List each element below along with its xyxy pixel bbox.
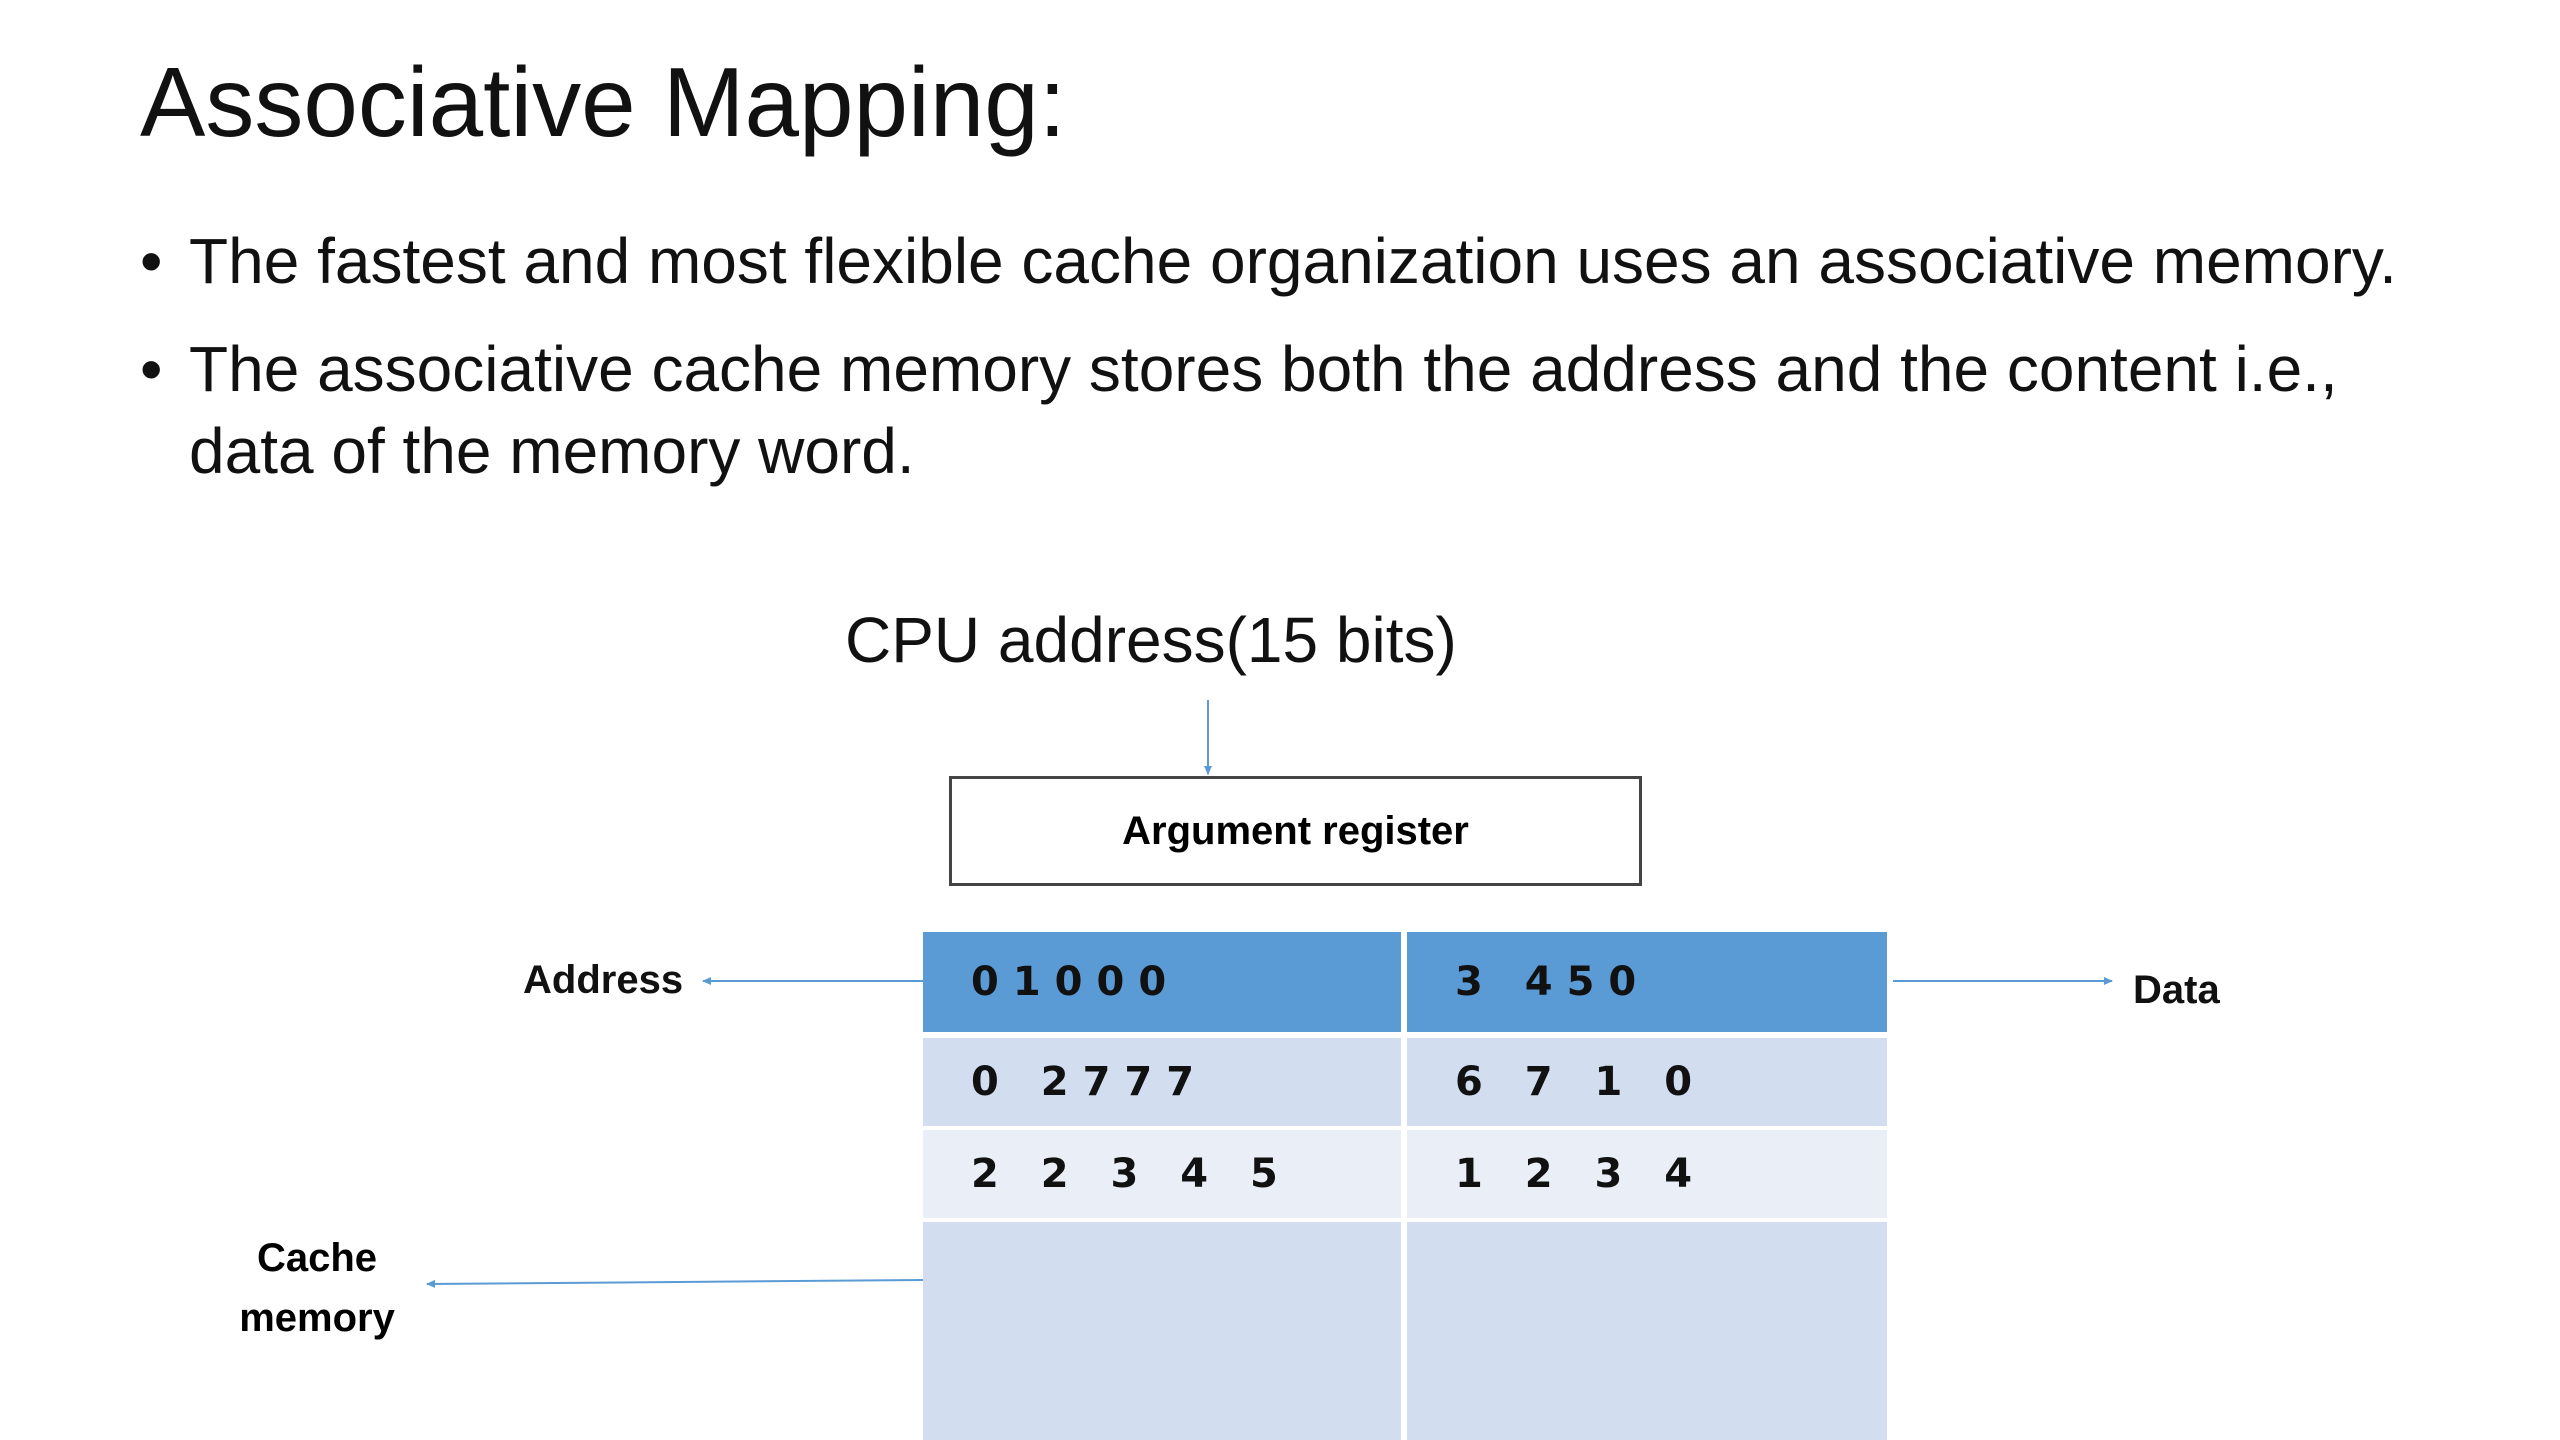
bullet-item: • The fastest and most flexible cache or… (140, 220, 2440, 302)
cache-memory-label-line: Cache (256, 1236, 378, 1280)
data-label: Data (2133, 968, 2220, 1012)
table-cell-empty (1407, 1222, 1887, 1440)
table-cell-address: 0 2777 (923, 1038, 1401, 1126)
argument-register-label: Argument register (1122, 808, 1469, 853)
argument-register-box: Argument register (949, 776, 1642, 886)
table-cell-address: 2 2 3 4 5 (923, 1130, 1401, 1218)
cache-memory-arrow (426, 1279, 924, 1288)
table-cell-data-highlighted: 3 450 (1407, 932, 1887, 1032)
bullet-icon: • (140, 333, 163, 405)
bullet-list: • The fastest and most flexible cache or… (140, 220, 2440, 518)
address-label: Address (523, 958, 684, 1002)
bullet-text: The fastest and most flexible cache orga… (189, 225, 2397, 297)
cpu-address-label: CPU address(15 bits) (845, 604, 1457, 676)
cache-memory-label-line: memory (239, 1296, 395, 1340)
cache-memory-table: 01000 3 450 0 2777 6 7 1 0 2 2 3 4 5 1 2… (923, 932, 1887, 1440)
slide-title: Associative Mapping: (140, 47, 1067, 157)
bullet-item: • The associative cache memory stores bo… (140, 328, 2440, 492)
cache-memory-label: Cache memory (222, 1228, 412, 1348)
table-cell-empty (923, 1222, 1401, 1440)
bullet-text: The associative cache memory stores both… (189, 333, 2338, 487)
table-cell-data: 6 7 1 0 (1407, 1038, 1887, 1126)
bullet-icon: • (140, 225, 163, 297)
table-cell-data: 1 2 3 4 (1407, 1130, 1887, 1218)
table-cell-address-highlighted: 01000 (923, 932, 1401, 1032)
